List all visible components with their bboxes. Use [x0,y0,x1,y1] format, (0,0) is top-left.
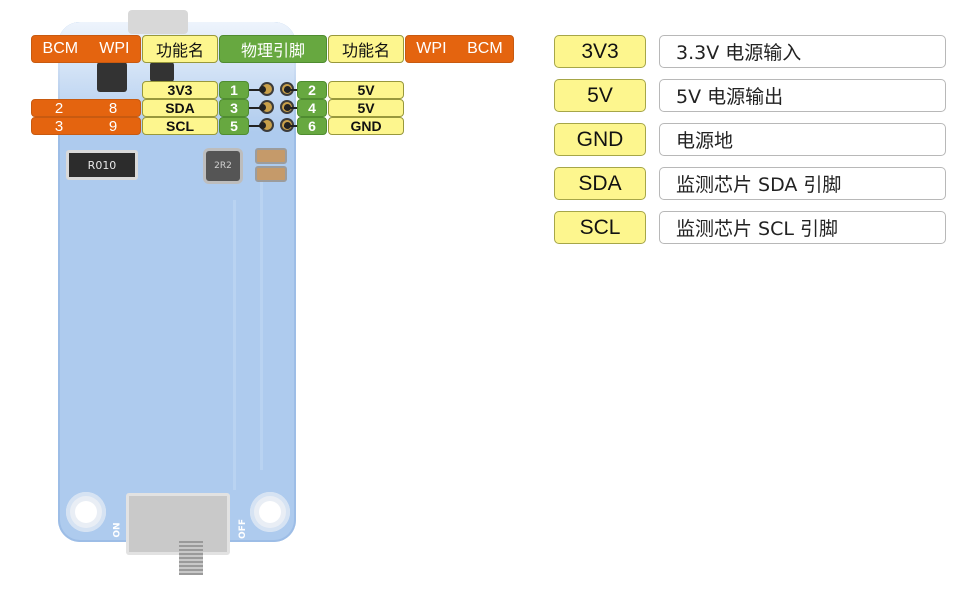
legend-desc-3v3: 3.3V 电源输入 [659,35,946,68]
pin-5-bcm: 3 [54,117,64,135]
pin-3-leader-dot [259,104,266,111]
pin-1-leader-dot [259,86,266,93]
header-left-bcm: BCM [42,40,79,57]
legend-desc-5v: 5V 电源输出 [659,79,946,112]
header-pin [262,84,272,94]
pin-4-number: 4 [297,99,327,117]
header-right-wpi: WPI [416,40,447,57]
header-right-wpi-bcm: WPI BCM [405,35,514,63]
pin-6-leader-dot [284,122,291,129]
switch-off-label: OFF [237,519,248,539]
legend-key-3v3: 3V3 [554,35,646,68]
pin-5-function: SCL [142,117,218,135]
pin-5-leader-dot [259,122,266,129]
smd-component [255,148,287,164]
shunt-resistor: R010 [66,150,138,180]
pin-3-function: SDA [142,99,218,117]
legend-desc-gnd: 电源地 [659,123,946,156]
pin-3-number: 3 [219,99,249,117]
pin-5-wpi: 9 [108,117,118,135]
pin-5-bcm-wpi: 3 9 [31,117,141,135]
usb-connector [128,10,188,34]
board-trace [260,180,263,470]
switch-knob [179,541,203,575]
mounting-hole [250,492,290,532]
inductor: 2R2 [203,148,243,184]
pin-1-function: 3V3 [142,81,218,99]
pin-4-function: 5V [328,99,404,117]
header-left-bcm-wpi: BCM WPI [31,35,141,63]
pin-3-leader [249,107,263,109]
legend-key-gnd: GND [554,123,646,156]
legend-key-sda: SDA [554,167,646,200]
header-left-function: 功能名 [142,35,218,63]
board-trace [233,200,236,490]
pin-6-number: 6 [297,117,327,135]
pin-5-number: 5 [219,117,249,135]
mounting-hole [66,492,106,532]
legend-key-5v: 5V [554,79,646,112]
pin-3-bcm: 2 [54,99,64,117]
pin-3-wpi: 8 [108,99,118,117]
legend-desc-scl: 监测芯片 SCL 引脚 [659,211,946,244]
ic-chip [97,62,127,92]
smd-component [255,166,287,182]
pin-2-leader-dot [284,86,291,93]
ic-chip [150,62,174,82]
header-right-bcm: BCM [467,40,503,57]
header-physical-pin: 物理引脚 [219,35,327,63]
pin-5-leader [249,125,263,127]
pin-3-bcm-wpi: 2 8 [31,99,141,117]
pin-2-number: 2 [297,81,327,99]
header-pin [262,102,272,112]
legend-desc-sda: 监测芯片 SDA 引脚 [659,167,946,200]
header-left-wpi: WPI [99,40,130,57]
power-switch [126,493,230,555]
pin-2-function: 5V [328,81,404,99]
pin-6-function: GND [328,117,404,135]
pin-1-number: 1 [219,81,249,99]
switch-on-label: ON [112,522,123,538]
pin-1-leader [249,89,263,91]
legend-key-scl: SCL [554,211,646,244]
header-pin [262,120,272,130]
header-right-function: 功能名 [328,35,404,63]
pin-4-leader-dot [284,104,291,111]
